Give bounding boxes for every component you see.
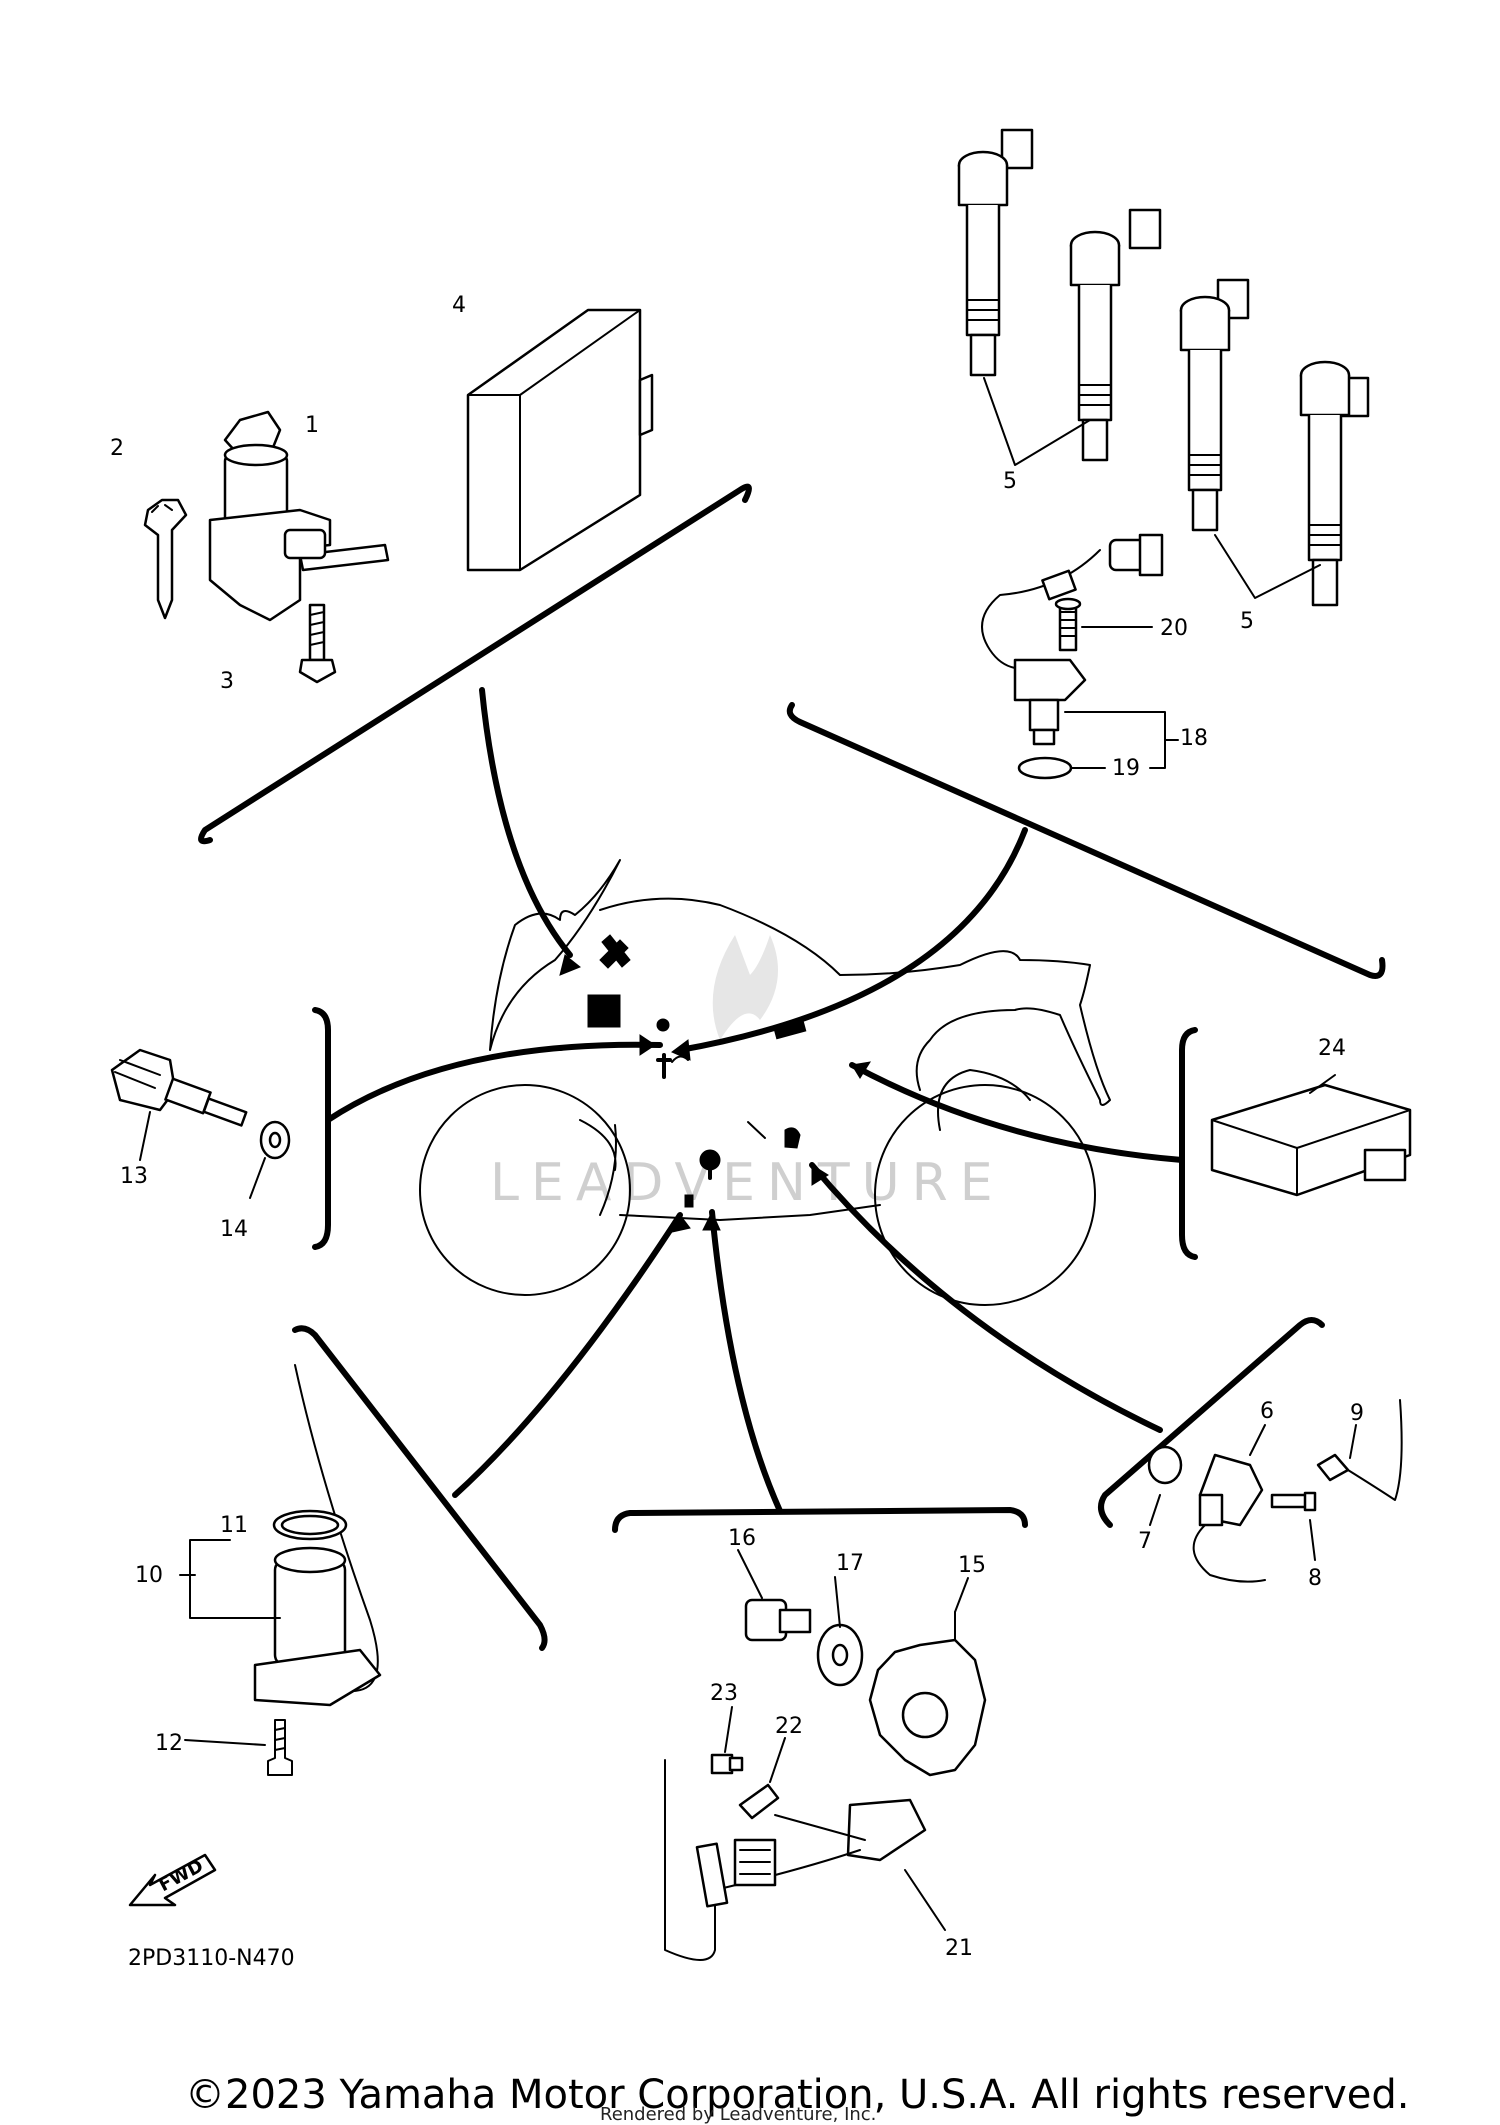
callout-9: 9 [1350,1401,1364,1426]
ecu-unit [466,308,654,572]
diagram-code: 2PD3110-N470 [128,1946,295,1971]
temp-sensor-assembly [110,1048,291,1199]
ignition-coil-2 [1069,208,1162,462]
callout-labels: 1 2 3 4 5 5 6 7 8 9 10 11 12 13 14 15 16… [110,293,1364,1961]
main-switch-assembly [143,410,390,684]
control-unit-24 [1210,1074,1412,1197]
location-markers [587,934,807,1208]
callout-20: 20 [1160,616,1188,641]
callout-1: 1 [305,413,319,438]
speed-sensor-assembly [1147,1399,1403,1583]
callout-16: 16 [728,1526,756,1551]
callout-6: 6 [1260,1399,1274,1424]
watermark-text: LEADVENTURE [490,1153,1005,1213]
callout-23: 23 [710,1681,738,1706]
callout-14: 14 [220,1217,248,1242]
key-2 [143,498,188,620]
callout-10: 10 [135,1563,163,1588]
callout-24: 24 [1318,1036,1346,1061]
arrowheads [559,954,872,1233]
pickup-assembly [664,1549,987,1961]
ignition-coil-4 [1299,360,1370,607]
callout-13: 13 [120,1164,148,1189]
callout-5a: 5 [1003,469,1017,494]
callout-3: 3 [220,669,234,694]
callout-2: 2 [110,436,124,461]
callout-4: 4 [452,293,466,318]
gasket-7 [1147,1445,1183,1485]
callout-15: 15 [958,1553,986,1578]
callout-12: 12 [155,1731,183,1756]
solenoid-assembly [179,1364,382,1776]
bolt-3 [298,658,337,684]
group-brackets [198,483,1386,1651]
fwd-arrow-icon: FWD [128,1853,217,1907]
callout-5b: 5 [1240,609,1254,634]
callout-22: 22 [775,1714,803,1739]
callout-21: 21 [945,1936,973,1961]
ignition-coil-1 [957,128,1034,377]
callout-17: 17 [836,1551,864,1576]
callout-19: 19 [1112,756,1140,781]
copyright-notice: ©2023 Yamaha Motor Corporation, U.S.A. A… [185,2072,1410,2118]
callout-18: 18 [1180,726,1208,751]
ignition-coils [957,128,1370,607]
watermark: LEADVENTURE [490,935,1005,1213]
ignition-coil-3 [1179,278,1250,532]
callout-7: 7 [1138,1529,1152,1554]
callout-11: 11 [220,1513,248,1538]
callout-8: 8 [1308,1566,1322,1591]
rendered-by-notice: Rendered by Leadventure, Inc. [600,2104,877,2125]
motorcycle-outline [419,859,1111,1306]
sensor-assembly [981,533,1179,780]
